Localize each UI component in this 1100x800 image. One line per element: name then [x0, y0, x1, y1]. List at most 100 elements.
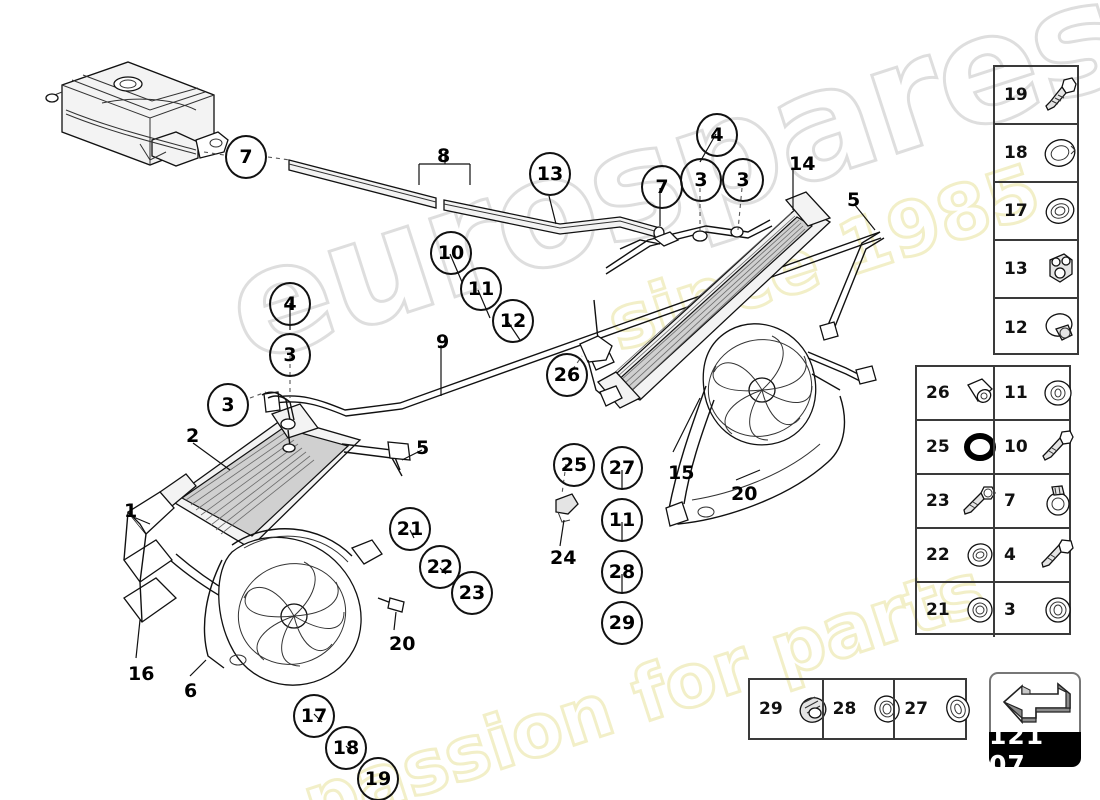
washer-icon: [1038, 590, 1078, 630]
washer-icon: [960, 535, 1000, 575]
callout-8[interactable]: 8: [437, 145, 451, 167]
right-fan-assembly-drawing: [665, 323, 877, 527]
part-number-plate[interactable]: 121 07: [989, 672, 1081, 779]
legend-row[interactable]: 26 11: [917, 367, 1072, 421]
callout-5b[interactable]: 5: [416, 437, 430, 459]
callout-2[interactable]: 2: [186, 425, 200, 447]
legend-row[interactable]: 27: [893, 680, 971, 738]
leader-25: [561, 463, 567, 495]
leader-3b: [737, 187, 743, 231]
legend-item-number: 3: [1004, 600, 1016, 620]
pipe-clip-icon: [1038, 248, 1082, 290]
legend-item-number: 22: [926, 545, 950, 565]
callout-19[interactable]: 19: [357, 757, 399, 800]
callout-16[interactable]: 16: [128, 663, 155, 685]
legend-row[interactable]: 25 10: [917, 421, 1074, 475]
callout-5a[interactable]: 5: [847, 189, 861, 211]
callout-13[interactable]: 13: [529, 152, 571, 196]
legend-item-number: 25: [926, 437, 950, 457]
hose-clamp-icon: [1038, 481, 1078, 521]
spring-washer-icon: [1038, 132, 1082, 174]
legend-item-number: 28: [832, 699, 857, 719]
socket-bolt-icon: [960, 481, 1000, 521]
leader-6: [189, 659, 207, 677]
callout-20a[interactable]: 20: [389, 633, 416, 655]
leader-5a: [854, 204, 876, 231]
legend-row[interactable]: 23 7: [917, 475, 1070, 529]
legend-item-number: 7: [1004, 491, 1016, 511]
arrow-3d-icon: [989, 672, 1081, 732]
callout-10[interactable]: 10: [430, 231, 472, 275]
callout-18[interactable]: 18: [325, 726, 367, 770]
legend-item-number: 17: [1004, 201, 1028, 221]
leader-5b: [401, 449, 423, 461]
callout-6[interactable]: 6: [184, 680, 198, 702]
callout-7b[interactable]: 7: [641, 165, 683, 209]
callout-26[interactable]: 26: [546, 353, 588, 397]
legend-row[interactable]: 21 3: [917, 583, 1071, 637]
leader-2: [192, 442, 231, 471]
bracket-8: [418, 152, 471, 185]
legend-item-number: 26: [926, 383, 950, 403]
callout-22[interactable]: 22: [419, 545, 461, 589]
seal-ring-icon: [938, 688, 978, 730]
callout-24[interactable]: 24: [550, 547, 577, 569]
legend-item-number: 23: [926, 491, 950, 511]
callout-3c[interactable]: 3: [269, 333, 311, 377]
legend-row[interactable]: 29: [750, 680, 827, 738]
callout-29[interactable]: 29: [601, 601, 643, 645]
callout-14[interactable]: 14: [789, 153, 816, 175]
callout-12[interactable]: 12: [492, 299, 534, 343]
hex-bolt-icon: [1038, 535, 1078, 575]
callout-11a[interactable]: 11: [460, 267, 502, 311]
callout-3b[interactable]: 3: [722, 158, 764, 202]
part-number-text: 121 07: [989, 721, 1081, 779]
legend-row[interactable]: 17: [995, 183, 1077, 241]
small-fittings-drawing: [555, 335, 623, 547]
legend-row[interactable]: 19: [995, 67, 1077, 125]
callout-4b[interactable]: 4: [269, 282, 311, 326]
callout-11b[interactable]: 11: [601, 498, 643, 542]
callout-9[interactable]: 9: [436, 331, 450, 353]
callout-3a[interactable]: 3: [680, 158, 722, 202]
leader-13: [548, 195, 557, 225]
rubber-mount-icon: [1038, 373, 1078, 413]
legend-row[interactable]: 12: [995, 299, 1077, 357]
callout-3d[interactable]: 3: [207, 383, 249, 427]
left-fan-assembly-drawing: [203, 528, 405, 686]
expansion-tank-drawing: [45, 61, 229, 167]
legend-item-number: 13: [1004, 259, 1028, 279]
leader-3d: [249, 391, 267, 399]
right-radiator-drawing: [587, 191, 885, 409]
callout-7[interactable]: 7: [225, 135, 267, 179]
callout-4[interactable]: 4: [696, 113, 738, 157]
legend-row[interactable]: 18: [995, 125, 1077, 183]
callout-25[interactable]: 25: [553, 443, 595, 487]
legend-row[interactable]: 13: [995, 241, 1077, 299]
legend-item-number: 12: [1004, 318, 1028, 338]
hex-bolt-icon: [1038, 427, 1078, 467]
legend-table-double: 26 11: [915, 365, 1074, 637]
callout-21[interactable]: 21: [389, 507, 431, 551]
leader-20b: [735, 469, 761, 481]
legend-row[interactable]: 22 4: [917, 529, 1074, 583]
leader-1: [130, 515, 151, 525]
legend-item-number: 27: [904, 699, 928, 719]
callout-23[interactable]: 23: [451, 571, 493, 615]
callout-20b[interactable]: 20: [731, 483, 758, 505]
leader-7a-left: [203, 151, 225, 156]
callout-28[interactable]: 28: [601, 550, 643, 594]
legend-table-single: 19 18: [993, 65, 1079, 355]
callout-17[interactable]: 17: [293, 694, 335, 738]
callout-1[interactable]: 1: [124, 500, 138, 522]
legend-item-number: 21: [926, 600, 950, 620]
hex-bolt-icon: [1038, 74, 1082, 116]
callout-15[interactable]: 15: [668, 462, 695, 484]
legend-table-bottom: 29 28: [748, 678, 971, 740]
legend-row[interactable]: 28: [821, 680, 900, 738]
legend-item-number: 29: [759, 699, 783, 719]
coolant-pipe-upper-drawing: [288, 159, 665, 240]
callout-27[interactable]: 27: [601, 446, 643, 490]
